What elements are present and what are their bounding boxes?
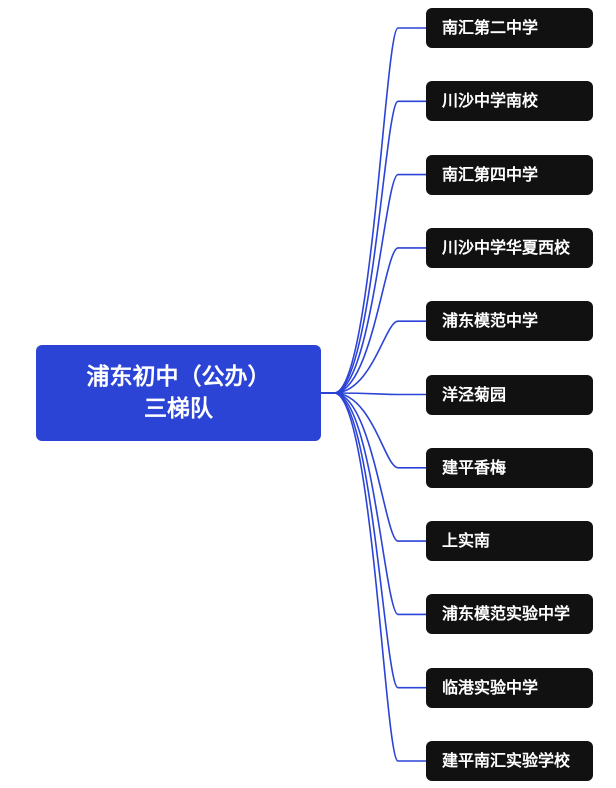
child-node[interactable]: 浦东模范中学: [426, 301, 593, 342]
connector-line: [321, 247, 426, 394]
child-node[interactable]: 建平南汇实验学校: [426, 741, 593, 781]
connector-line: [321, 100, 426, 394]
child-node[interactable]: 川沙中学南校: [426, 81, 593, 122]
connector-line: [321, 392, 426, 689]
connector-line: [321, 392, 426, 762]
connector-line: [321, 392, 426, 469]
child-node[interactable]: 上实南: [426, 521, 593, 562]
root-node[interactable]: 浦东初中（公办） 三梯队: [36, 345, 321, 441]
connector-line: [321, 27, 426, 394]
connector-line: [321, 173, 426, 394]
child-node[interactable]: 建平香梅: [426, 447, 593, 488]
child-node[interactable]: 洋泾菊园: [426, 374, 593, 415]
child-node[interactable]: 川沙中学华夏西校: [426, 227, 593, 268]
root-title-line1: 浦东初中（公办）: [86, 364, 271, 390]
child-node[interactable]: 南汇第二中学: [426, 8, 593, 48]
child-node[interactable]: 临港实验中学: [426, 667, 593, 708]
connector-line: [321, 320, 426, 394]
child-node[interactable]: 南汇第四中学: [426, 154, 593, 195]
connector-line: [321, 392, 426, 542]
child-node[interactable]: 浦东模范实验中学: [426, 594, 593, 635]
root-title-line2: 三梯队: [144, 396, 213, 422]
